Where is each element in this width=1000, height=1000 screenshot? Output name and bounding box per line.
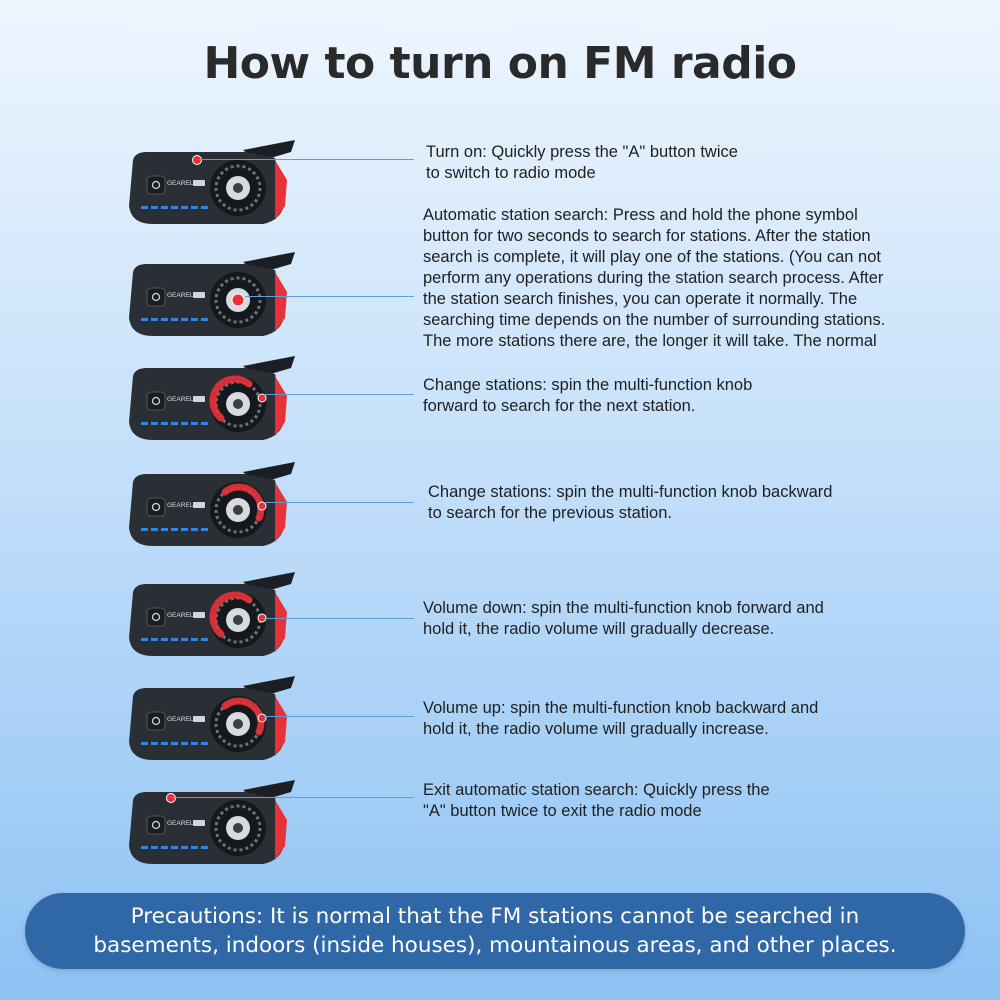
step-text: Turn on: Quickly press the "A" button tw… bbox=[426, 143, 738, 182]
leader-line bbox=[199, 159, 414, 160]
brand-label: GEARELEC bbox=[167, 820, 203, 827]
brand-label: GEARELEC bbox=[167, 502, 203, 509]
step-text: Volume up: spin the multi-function knob … bbox=[423, 699, 819, 738]
step-text: Exit automatic station search: Quickly p… bbox=[423, 781, 770, 820]
leader-line bbox=[264, 716, 414, 717]
intercom-device-image: GEARELEC bbox=[129, 572, 295, 656]
brand-label: GEARELEC bbox=[167, 396, 203, 403]
step-text: Automatic station search: Press and hold… bbox=[423, 206, 886, 350]
intercom-device-image: GEARELEC bbox=[129, 252, 295, 336]
step-text: Change stations: spin the multi-function… bbox=[423, 376, 753, 415]
leader-line bbox=[264, 394, 414, 395]
step-text: Change stations: spin the multi-function… bbox=[428, 483, 833, 522]
intercom-device-image: GEARELEC bbox=[129, 140, 295, 224]
leader-line bbox=[245, 296, 414, 297]
brand-label: GEARELEC bbox=[167, 180, 203, 187]
brand-label: GEARELEC bbox=[167, 612, 203, 619]
leader-line bbox=[264, 502, 414, 503]
intercom-device-image: GEARELEC bbox=[129, 676, 295, 760]
leader-line bbox=[264, 618, 414, 619]
intercom-device-image: GEARELEC bbox=[129, 356, 295, 440]
step-text: Volume down: spin the multi-function kno… bbox=[423, 599, 824, 638]
brand-label: GEARELEC bbox=[167, 716, 203, 723]
page-title: How to turn on FM radio bbox=[203, 38, 797, 89]
precautions-banner: Precautions: It is normal that the FM st… bbox=[25, 893, 965, 969]
brand-label: GEARELEC bbox=[167, 292, 203, 299]
precautions-text: Precautions: It is normal that the FM st… bbox=[93, 904, 897, 958]
intercom-device-image: GEARELEC bbox=[129, 462, 295, 546]
intercom-device-image: GEARELEC bbox=[129, 780, 295, 864]
leader-line bbox=[172, 797, 414, 798]
